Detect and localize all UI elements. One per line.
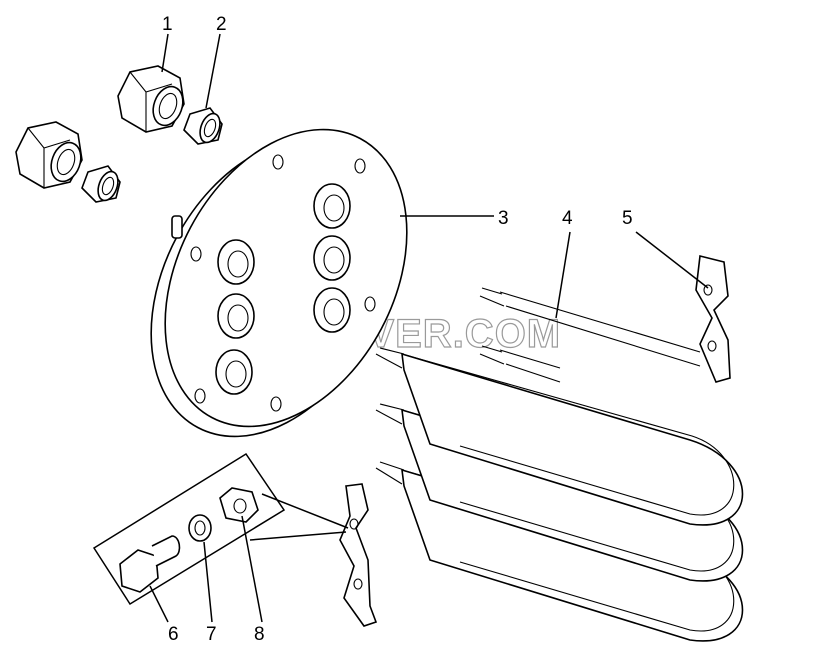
hex-nut-upper [117, 65, 185, 133]
flange-plate [150, 128, 408, 438]
fastener-group-frame [92, 452, 286, 606]
callout-4: 4 [562, 208, 573, 229]
sleeve-upper [183, 107, 223, 145]
callout-3: 3 [498, 208, 509, 229]
sleeve-lower [81, 165, 121, 203]
hex-bolt [119, 535, 181, 593]
spring-washer [188, 514, 212, 542]
flange-bosses [215, 183, 351, 395]
leader-lines [149, 33, 709, 623]
callout-7: 7 [206, 624, 217, 645]
u-heating-elements [375, 287, 744, 642]
callout-1: 1 [162, 14, 173, 35]
callout-6: 6 [168, 624, 179, 645]
small-hex-nut [219, 487, 259, 523]
hex-nut-lower [15, 121, 83, 189]
callout-8: 8 [254, 624, 265, 645]
callout-2: 2 [216, 14, 227, 35]
clamp-bracket-upper [695, 255, 731, 383]
clamp-bracket-lower [339, 483, 378, 627]
callout-5: 5 [622, 208, 633, 229]
